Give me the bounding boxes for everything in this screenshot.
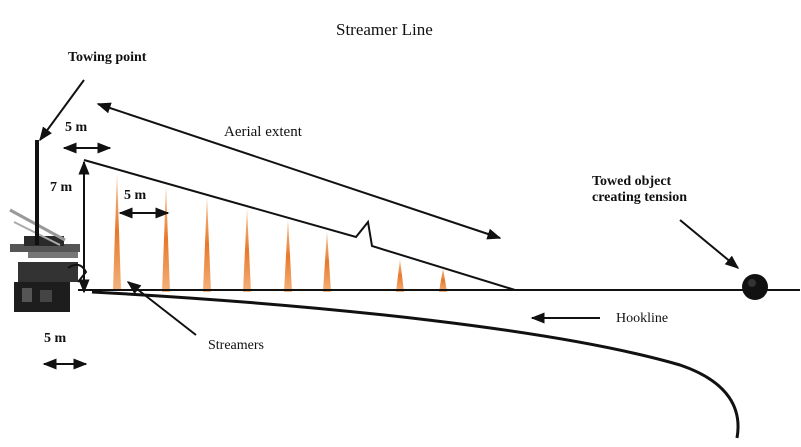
streamer	[113, 172, 121, 290]
height-dimension-label: 7 m	[50, 180, 73, 195]
towing-point-label: Towing point	[68, 50, 147, 65]
top-dimension-label: 5 m	[65, 120, 88, 135]
aerial-extent-label: Aerial extent	[224, 124, 302, 140]
hookline-curve	[91, 290, 740, 439]
towed-object-label-line2: creating tension	[592, 190, 688, 205]
towed-buoy-icon	[742, 274, 768, 300]
towing-point-arrow	[39, 79, 85, 142]
towed-object-label-line1: Towed object	[592, 174, 672, 189]
hookline-label: Hookline	[616, 311, 669, 326]
stern-dimension-label: 5 m	[44, 331, 67, 346]
towed-object-arrow	[679, 219, 740, 269]
towed-buoy-highlight	[748, 279, 756, 287]
spacing-dimension-label: 5 m	[124, 188, 147, 203]
fishing-vessel-icon	[9, 140, 88, 312]
streamer	[162, 185, 170, 292]
streamer	[203, 196, 211, 292]
aerial-extent-arrow	[96, 102, 502, 240]
streamer	[396, 259, 404, 292]
streamer	[243, 208, 251, 292]
streamers-arrow	[126, 281, 197, 336]
streamer-line	[83, 159, 516, 291]
diagram-title: Streamer Line	[336, 20, 433, 39]
streamer	[323, 231, 331, 292]
streamers-group	[113, 172, 447, 292]
streamer	[439, 268, 447, 292]
streamers-label: Streamers	[208, 338, 264, 353]
streamer	[284, 219, 292, 292]
